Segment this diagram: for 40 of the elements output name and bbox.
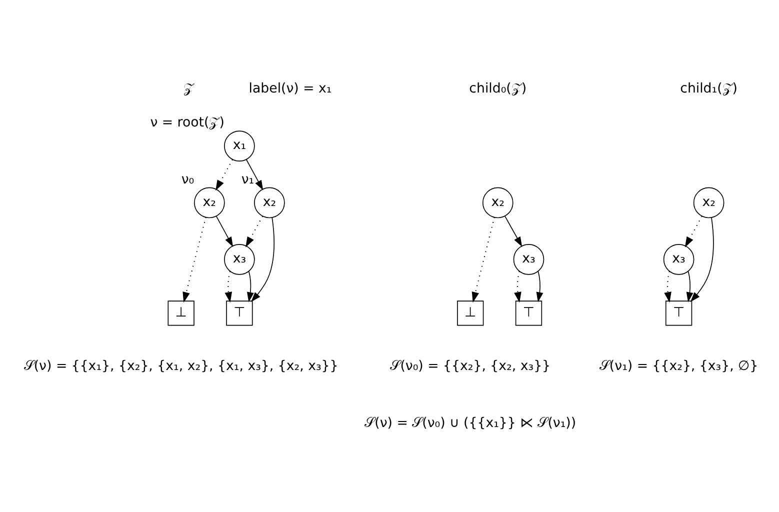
node-circle: x₃ <box>513 244 544 274</box>
arrow <box>246 270 254 302</box>
label: 𝒮(ν) = 𝒮(ν₀) ∪ ({{x₁}} ⋉ 𝒮(ν₁)) <box>364 415 576 430</box>
label: label(ν) = x₁ <box>248 81 332 96</box>
arrow <box>514 270 522 302</box>
node-circle: x₂ <box>693 186 724 218</box>
arrow <box>664 270 672 302</box>
node-circle: x₁ <box>224 130 255 161</box>
arrow <box>536 270 544 302</box>
arrow <box>684 216 702 247</box>
node-box: ⊤ <box>515 300 542 326</box>
label: 𝒮(ν) = {{x₁}, {x₂}, {x₁, x₂}, {x₁, x₃}, {x₂, x₃}} <box>24 358 338 374</box>
label: child₀(𝒵) <box>469 81 527 96</box>
node-circle: x₂ <box>194 186 225 218</box>
arrow <box>182 216 206 302</box>
node-label: ν₁ <box>241 172 254 187</box>
label: 𝒮(ν₁) = {{x₂}, {x₃}, ∅} <box>599 358 758 374</box>
label: child₁(𝒵) <box>680 81 738 96</box>
node-label: ν = root(𝒵) <box>150 115 224 130</box>
arrow <box>686 270 694 302</box>
node-circle: x₂ <box>254 186 285 218</box>
node-box: ⊤ <box>226 300 253 326</box>
label: 𝒵 <box>184 81 194 96</box>
arrow <box>224 270 232 302</box>
node-box: ⊥ <box>168 300 194 326</box>
arrow <box>472 216 495 302</box>
arrow <box>246 158 264 190</box>
node-label: ν₀ <box>181 172 194 187</box>
arrow <box>246 216 263 247</box>
arrow <box>250 216 274 302</box>
arrow <box>504 215 522 246</box>
arrow <box>690 216 714 302</box>
arrow <box>216 158 233 190</box>
node-circle: x₂ <box>482 186 514 218</box>
arrow <box>216 215 234 246</box>
label: 𝒮(ν₀) = {{x₂}, {x₂, x₃}} <box>390 358 551 374</box>
node-circle: x₃ <box>224 244 255 274</box>
node-box: ⊤ <box>665 300 692 326</box>
node-box: ⊥ <box>457 300 484 326</box>
node-circle: x₃ <box>663 244 694 274</box>
